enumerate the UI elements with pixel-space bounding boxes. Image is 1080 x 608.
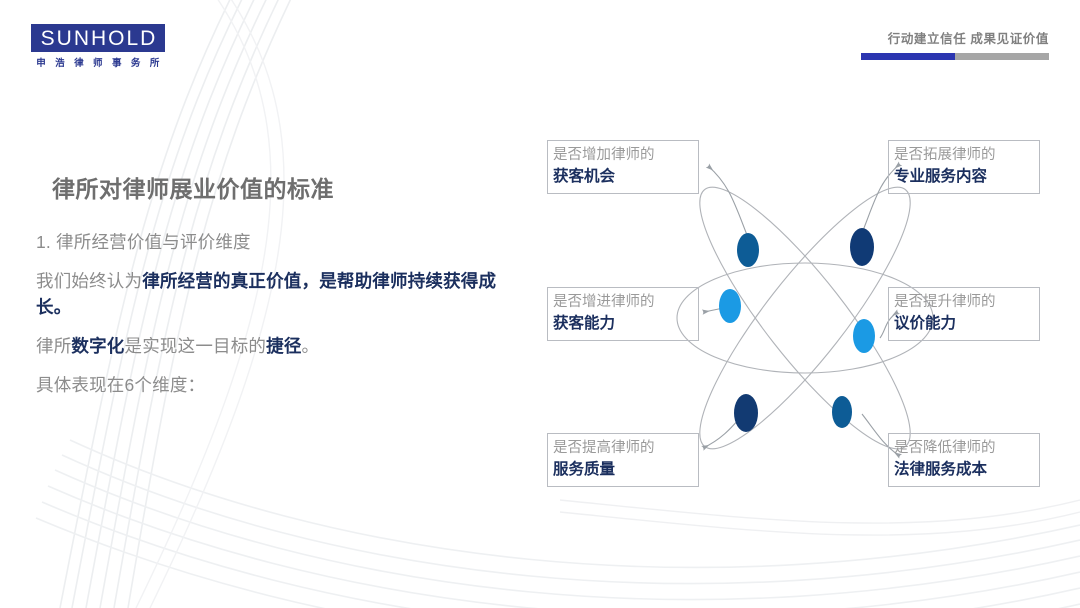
- page-title: 律所对律师展业价值的标准: [52, 176, 334, 202]
- dimension-label-2-line2: 获客能力: [553, 315, 616, 333]
- dimension-label-0-line1: 是否增加律师的: [553, 147, 655, 163]
- section-subtitle: 1. 律所经营价值与评价维度: [36, 232, 251, 252]
- paragraph-two-highlight-a: 数字化: [71, 336, 125, 357]
- paragraph-two-plain-c: 。: [301, 336, 320, 357]
- connector-to-label-1: [859, 161, 903, 239]
- paragraph-two-highlight-b: 捷径: [266, 336, 302, 357]
- dimension-label-1-line1: 是否拓展律师的: [894, 147, 996, 163]
- content-column: 律所对律师展业价值的标准 1. 律所经营价值与评价维度 我们始终认为律所经营的真…: [36, 170, 516, 412]
- brand-tagline-text: 行动建立信任 成果见证价值: [887, 32, 1049, 46]
- orbit-node-3: [853, 319, 875, 353]
- tagline-bar-segment-blue: [861, 53, 955, 60]
- dimension-label-2-line1: 是否增进律师的: [553, 294, 655, 310]
- paragraph-one-plain: 我们始终认为: [36, 271, 143, 292]
- connector-to-label-3: [879, 309, 901, 339]
- dimension-label-1-line2: 专业服务内容: [894, 168, 988, 186]
- brand-tagline-bar: [861, 53, 1049, 60]
- dimension-label-4-line1: 是否提高律师的: [553, 440, 655, 456]
- six-dimension-diagram: 是否增加律师的 获客机会 是否拓展律师的 专业服务内容 是否增进律师的 获客能力…: [540, 130, 1070, 505]
- dimension-label-3[interactable]: 是否提升律师的 议价能力: [888, 287, 1040, 341]
- logo-subtext: 申 浩 律 师 事 务 所: [36, 58, 163, 69]
- dimension-label-0-line2: 获客机会: [553, 168, 616, 186]
- connector-to-label-0: [705, 163, 750, 241]
- orbit-node-0: [737, 233, 759, 267]
- paragraph-two-plain-a: 律所: [36, 336, 72, 357]
- logo-wordmark: SUNHOLD: [31, 24, 165, 52]
- dimension-label-4[interactable]: 是否提高律师的 服务质量: [547, 433, 699, 487]
- orbit-node-1: [850, 228, 874, 266]
- dimension-label-1[interactable]: 是否拓展律师的 专业服务内容: [888, 140, 1040, 194]
- dimension-label-4-line2: 服务质量: [553, 461, 616, 479]
- orbit-node-4: [734, 394, 758, 432]
- logo-wordmark-text: SUNHOLD: [40, 26, 158, 50]
- dimension-label-5-line2: 法律服务成本: [894, 461, 988, 479]
- dimension-label-2[interactable]: 是否增进律师的 获客能力: [547, 287, 699, 341]
- dimension-label-3-line1: 是否提升律师的: [894, 294, 996, 310]
- paragraph-three: 具体表现在6个维度：: [36, 374, 206, 395]
- tagline-bar-segment-gray: [955, 53, 1049, 60]
- orbit-nodes: [719, 228, 875, 432]
- orbit-ellipse-horizontal: [676, 262, 934, 374]
- orbit-node-2: [719, 289, 741, 323]
- brand-tagline: 行动建立信任 成果见证价值: [861, 28, 1049, 60]
- company-logo: SUNHOLD 申 浩 律 师 事 务 所: [31, 24, 165, 69]
- dimension-label-3-line2: 议价能力: [894, 315, 957, 333]
- dimension-label-0[interactable]: 是否增加律师的 获客机会: [547, 140, 699, 194]
- paragraph-two: 律所数字化是实现这一目标的捷径。: [36, 334, 516, 359]
- dimension-label-5-line1: 是否降低律师的: [894, 440, 996, 456]
- paragraph-two-plain-b: 是实现这一目标的: [124, 336, 267, 357]
- orbit-node-5: [832, 396, 852, 428]
- paragraph-one: 我们始终认为律所经营的真正价值，是帮助律师持续获得成长。: [36, 269, 516, 320]
- dimension-label-5[interactable]: 是否降低律师的 法律服务成本: [888, 433, 1040, 487]
